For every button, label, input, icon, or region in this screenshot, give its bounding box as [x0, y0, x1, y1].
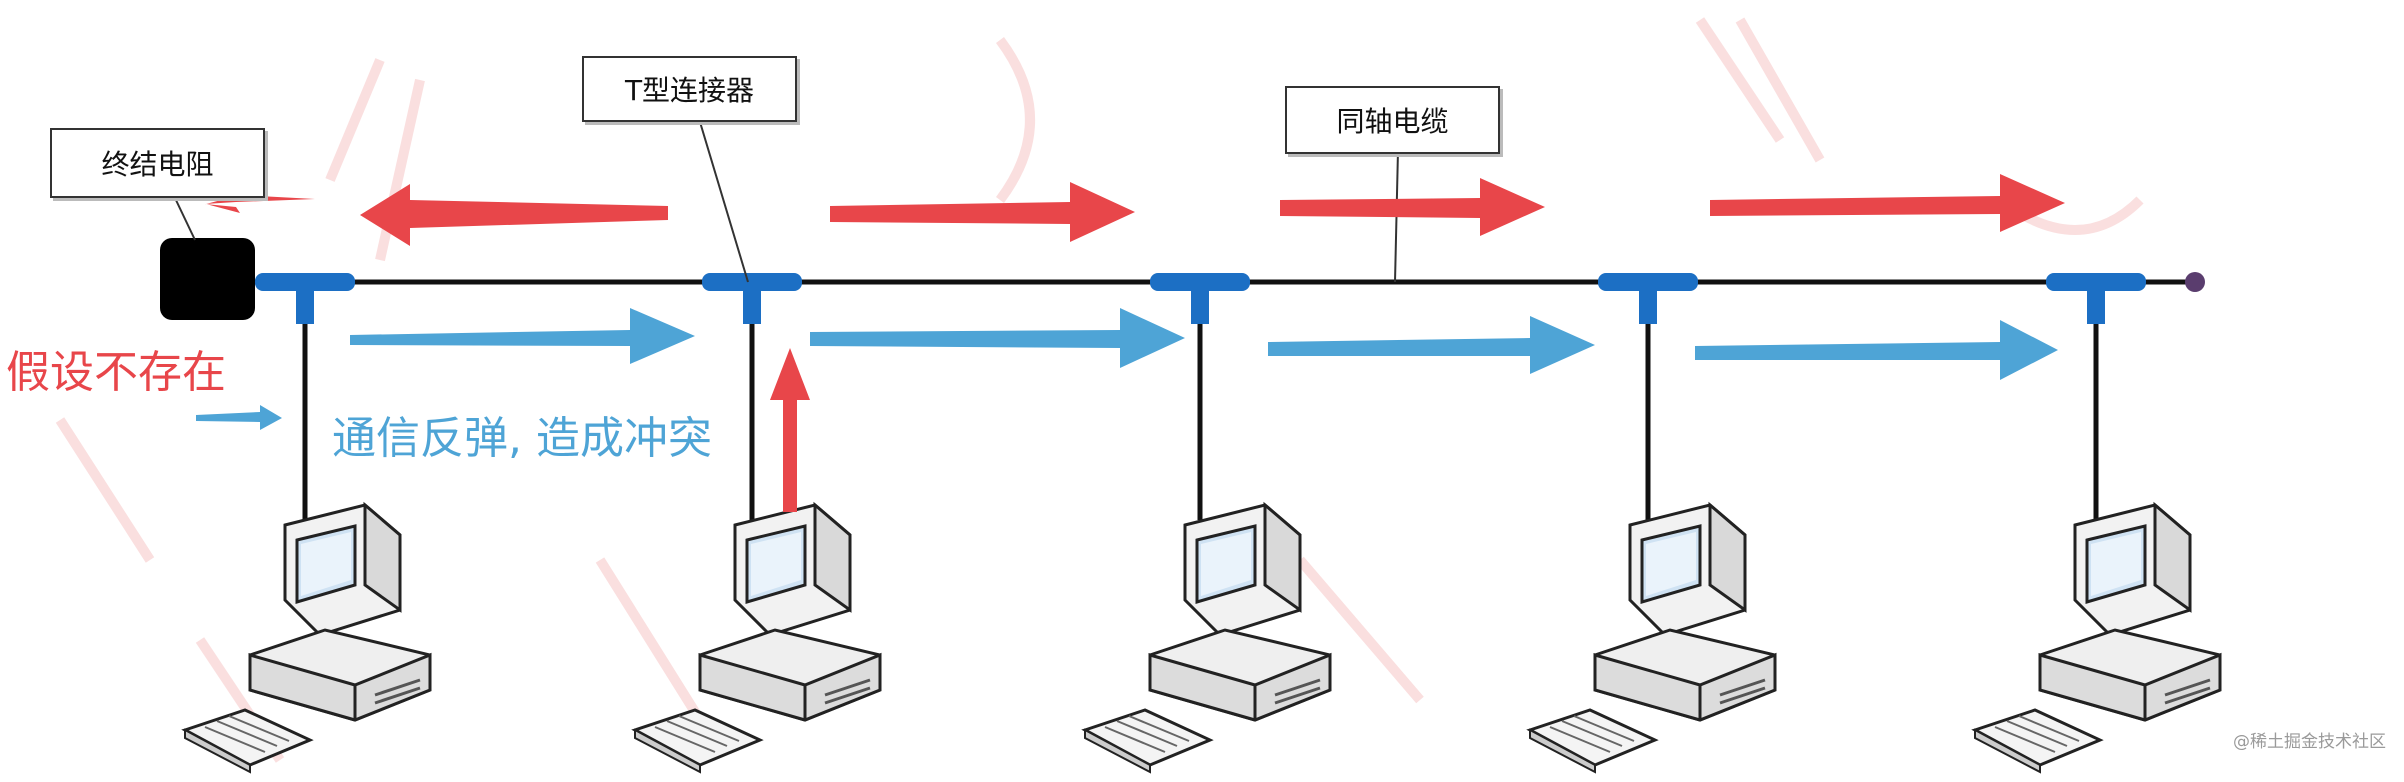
- red-arrow-left-large: [360, 184, 668, 246]
- red-arrow-right-3: [1710, 174, 2065, 232]
- blue-arrow-right-1: [350, 308, 695, 364]
- red-signal-arrows: [205, 174, 2065, 512]
- terminator-label: 终结电阻: [50, 128, 265, 198]
- bus-end-cap: [2185, 272, 2205, 292]
- computer-icon: [633, 503, 882, 774]
- blue-arrow-right-small: [196, 405, 282, 430]
- computer-icon: [1528, 503, 1777, 774]
- platform-watermark: @稀土掘金技术社区: [2233, 732, 2386, 752]
- t-connector-label: T型连接器: [582, 56, 797, 122]
- t-connector-3: [1150, 273, 1250, 324]
- red-arrow-right-1: [830, 182, 1135, 242]
- t-connector-2: [702, 273, 802, 324]
- t-connector-5: [2046, 273, 2146, 324]
- red-arrow-left-small: [205, 195, 315, 213]
- assume-absent-annotation: 假设不存在: [6, 347, 226, 398]
- blue-arrow-right-4: [1695, 320, 2058, 380]
- computer-icon: [1083, 503, 1332, 774]
- t-connector-4: [1598, 273, 1698, 324]
- computer-icon: [183, 503, 432, 774]
- coax-cable-label: 同轴电缆: [1285, 86, 1500, 154]
- blue-arrow-right-2: [810, 308, 1185, 368]
- terminator-resistor-block: [160, 238, 255, 320]
- bounce-collision-annotation: 通信反弹, 造成冲突: [332, 413, 712, 464]
- drop-cables: [302, 300, 2099, 520]
- t-connector-1: [255, 273, 355, 324]
- blue-signal-arrows: [196, 308, 2058, 430]
- red-arrow-right-2: [1280, 178, 1545, 236]
- computer-icon: [1973, 503, 2222, 774]
- blue-arrow-right-3: [1268, 316, 1595, 374]
- label-leader-lines: [174, 121, 1399, 283]
- red-arrow-up: [770, 348, 810, 512]
